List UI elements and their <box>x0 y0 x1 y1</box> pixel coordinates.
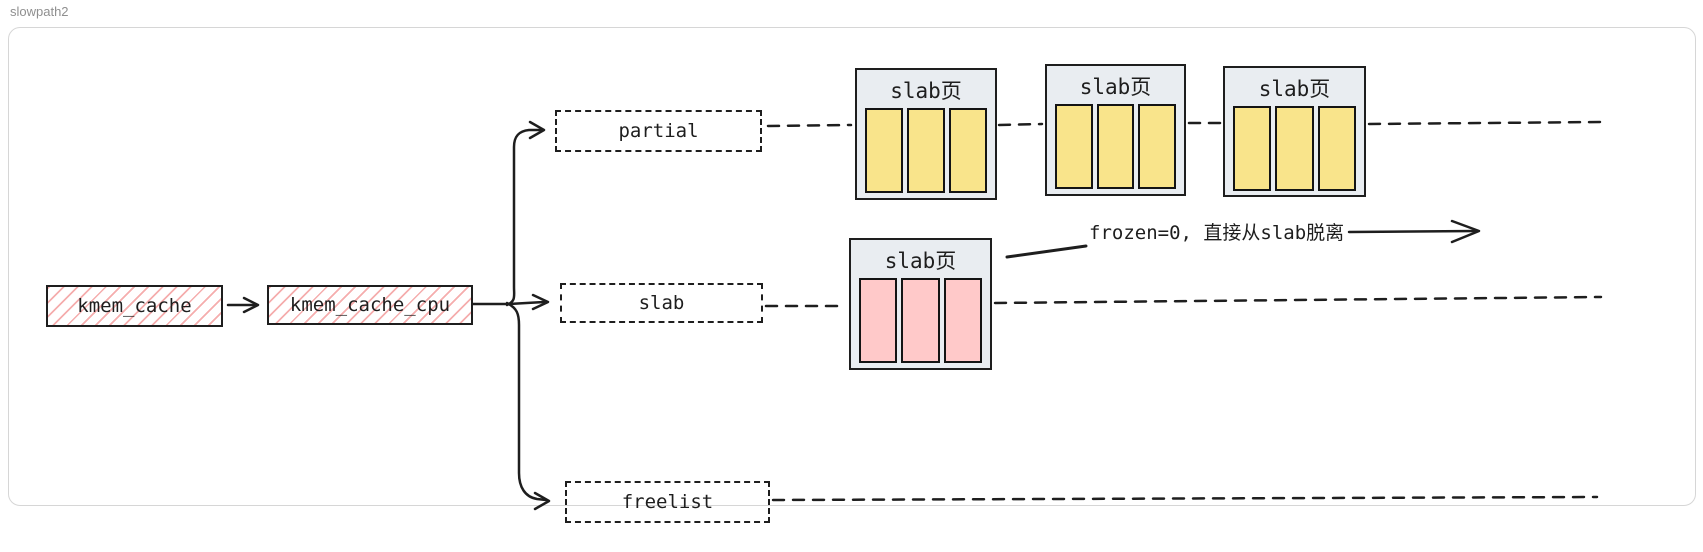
object-cell <box>901 278 940 363</box>
node-kmem-cache-cpu[interactable]: kmem_cache_cpu <box>267 285 473 325</box>
node-partial-label: partial <box>618 120 699 142</box>
node-partial[interactable]: partial <box>555 110 762 152</box>
object-cell <box>859 278 898 363</box>
slab-page-partial-2[interactable]: slab页 <box>1045 64 1186 196</box>
slab-page-partial-3-label: slab页 <box>1258 77 1331 101</box>
object-cell <box>1096 104 1135 189</box>
object-cell <box>1055 104 1093 189</box>
object-cell <box>1233 106 1272 191</box>
node-slab[interactable]: slab <box>560 283 763 323</box>
slab-page-current[interactable]: slab页 <box>849 238 992 370</box>
slab-page-partial-2-label: slab页 <box>1079 75 1152 99</box>
object-cell <box>1138 104 1177 189</box>
node-freelist[interactable]: freelist <box>565 481 770 523</box>
node-kmem-cache[interactable]: kmem_cache <box>46 285 223 327</box>
slab-page-partial-1-label: slab页 <box>890 79 962 103</box>
object-cell <box>1317 106 1356 191</box>
slab-page-current-cells <box>851 278 990 363</box>
object-cell <box>907 108 945 193</box>
object-cell <box>943 278 982 363</box>
node-slab-label: slab <box>638 292 685 314</box>
object-cell <box>865 108 903 193</box>
node-kmem-cache-cpu-label: kmem_cache_cpu <box>289 294 451 316</box>
node-kmem-cache-label: kmem_cache <box>77 295 192 317</box>
slab-page-partial-3-cells <box>1225 106 1364 191</box>
slab-page-partial-2-cells <box>1047 104 1184 189</box>
slab-page-partial-3[interactable]: slab页 <box>1223 66 1366 197</box>
slab-page-partial-1[interactable]: slab页 <box>855 68 997 200</box>
object-cell <box>949 108 987 193</box>
annotation-frozen-text[interactable]: frozen=0, 直接从slab脱离 <box>1089 222 1345 244</box>
slab-page-partial-1-cells <box>857 108 995 193</box>
slab-page-current-label: slab页 <box>884 249 957 273</box>
node-freelist-label: freelist <box>621 491 714 513</box>
object-cell <box>1275 106 1314 191</box>
frame-title[interactable]: slowpath2 <box>10 4 69 19</box>
